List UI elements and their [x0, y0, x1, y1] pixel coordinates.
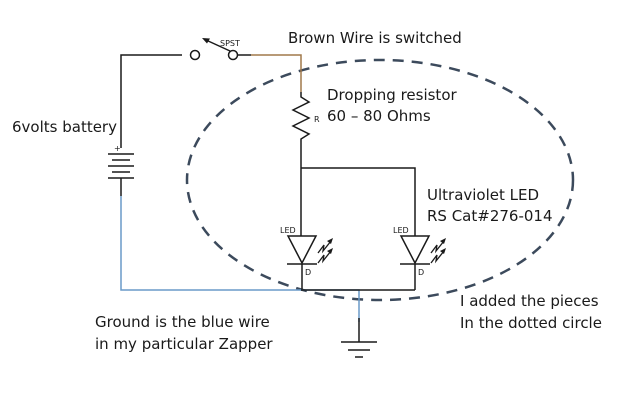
led-right-triangle [399, 235, 431, 265]
brown-wire [251, 54, 302, 92]
led-left-bottom-label: D [305, 268, 311, 277]
spst-switch: SPST [189, 38, 251, 61]
resistor-value: 60 – 80 Ohms [327, 107, 431, 125]
resistor: R [291, 92, 320, 142]
ground-annotation-line2: in my particular Zapper [95, 335, 273, 353]
led-right-bottom-label: D [418, 268, 424, 277]
brown-wire-annotation: Brown Wire is switched [288, 29, 462, 47]
led-right-light-arrows-icon [430, 240, 445, 264]
added-pieces-annotation-line1: I added the pieces [460, 292, 599, 310]
ground-symbol-icon [341, 318, 377, 358]
junction-wire-right [301, 167, 416, 236]
ground-wire-blue [120, 196, 360, 322]
battery: + [108, 144, 134, 196]
led-left-arrowheads [327, 238, 333, 254]
switch-arrowhead-icon [202, 38, 210, 44]
battery-top-wire [120, 54, 182, 148]
switch-contact-left [189, 49, 201, 61]
uv-led-annotation-line1: Ultraviolet LED [427, 186, 539, 204]
led-left-light-arrows-icon [317, 240, 332, 264]
uv-led-annotation-line2: RS Cat#276-014 [427, 207, 553, 225]
led-left-triangle [286, 235, 318, 265]
led-right-top-label: LED [393, 226, 409, 235]
led-left-top-label: LED [280, 226, 296, 235]
switch-lever [205, 39, 231, 52]
dotted-circle [185, 58, 575, 302]
resistor-symbol-label: R [314, 115, 320, 124]
ground-annotation-line1: Ground is the blue wire [95, 313, 270, 331]
led-left: LED D [280, 226, 333, 290]
switch-contact-right [227, 49, 239, 61]
led-right: LED D [393, 226, 446, 290]
battery-plus-sign: + [114, 144, 121, 153]
led-right-arrowheads [440, 238, 446, 254]
battery-label: 6volts battery [12, 118, 117, 136]
added-pieces-annotation-line2: In the dotted circle [460, 314, 602, 332]
resistor-zigzag [291, 92, 311, 142]
switch-label: SPST [220, 39, 240, 48]
resistor-title: Dropping resistor [327, 86, 457, 104]
